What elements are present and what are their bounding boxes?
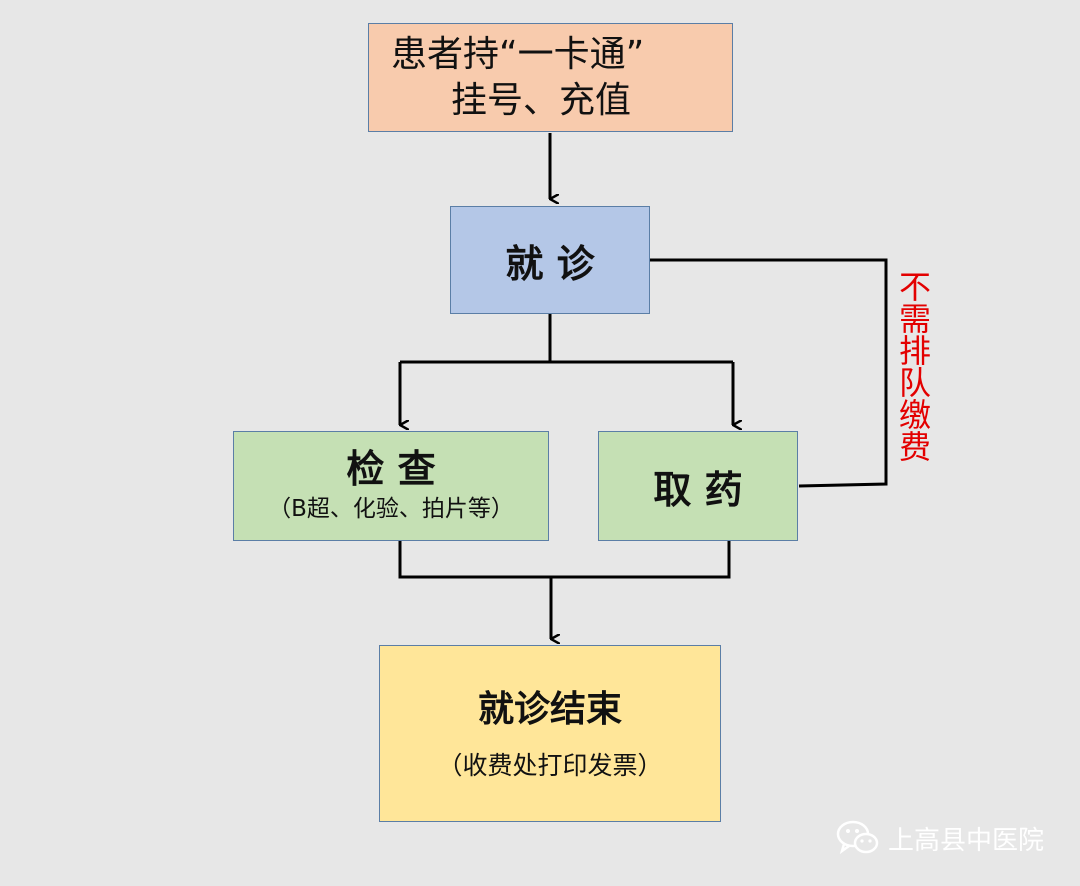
node-pharmacy: 取 药: [598, 431, 798, 541]
side-note-no-queue: 不需排队缴费: [894, 270, 932, 462]
watermark: 上高县中医院: [836, 818, 1044, 858]
examination-sublabel: （B超、化验、拍片等）: [268, 496, 514, 522]
registration-line1: 患者持“一卡通”: [391, 33, 645, 75]
connector-visit-to-drug-bypass: [650, 258, 888, 488]
connector-merge: [398, 541, 731, 579]
wechat-icon: [836, 819, 880, 857]
registration-line2: 挂号、充值: [451, 79, 632, 121]
visit-end-label: 就诊结束: [477, 688, 622, 730]
watermark-text: 上高县中医院: [888, 825, 1045, 856]
node-examination: 检 查 （B超、化验、拍片等）: [233, 431, 549, 541]
consultation-label: 就 诊: [505, 241, 595, 286]
node-consultation: 就 诊: [450, 206, 650, 314]
node-registration: 患者持“一卡通” 挂号、充值: [368, 23, 733, 132]
pharmacy-label: 取 药: [653, 467, 743, 512]
examination-label: 检 查: [346, 447, 436, 491]
visit-end-sublabel: （收费处打印发票）: [437, 750, 663, 780]
node-visit-end: 就诊结束 （收费处打印发票）: [379, 645, 721, 822]
